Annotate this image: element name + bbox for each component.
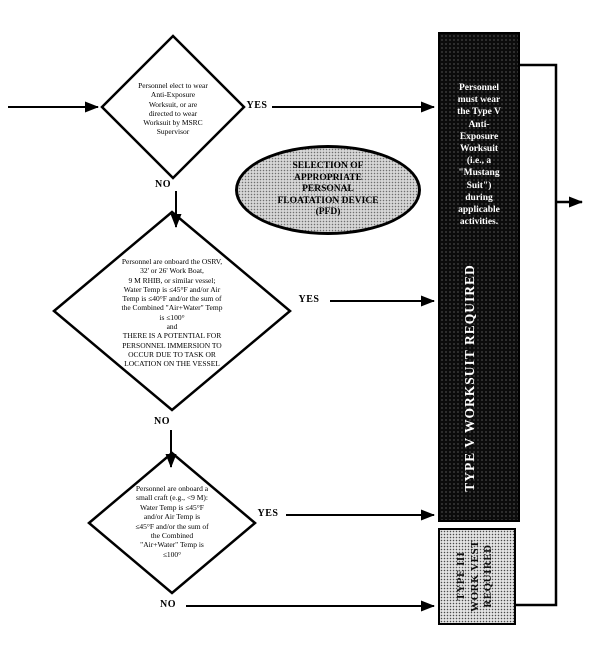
yes-label-2: YES <box>298 294 320 305</box>
no-label-1: NO <box>155 179 171 190</box>
title-oval: SELECTION OF APPROPRIATE PERSONAL FLOATA… <box>235 145 421 235</box>
decision-3-diamond <box>87 451 257 595</box>
title-oval-text: SELECTION OF APPROPRIATE PERSONAL FLOATA… <box>277 161 379 218</box>
decision-1-text: Personnel elect to wear Anti-Exposure Wo… <box>138 81 208 137</box>
decision-2-diamond <box>52 210 292 412</box>
workvest-outcome-box <box>438 528 516 625</box>
outcome-connector-line <box>516 63 558 607</box>
decision-1-diamond <box>100 34 246 180</box>
decision-2-text: Personnel are onboard the OSRV, 32' or 2… <box>121 257 223 369</box>
decision-3-text: Personnel are onboard a small craft (e.g… <box>135 484 209 559</box>
yes-label-3: YES <box>257 508 279 519</box>
workvest-banner: TYPE III WORK VEST REQUIRED <box>455 540 494 612</box>
yes-label-1: YES <box>246 100 268 111</box>
worksuit-note: Personnel must wear the Type V Anti- Exp… <box>457 83 501 228</box>
worksuit-banner: TYPE V WORKSUIT REQUIRED <box>462 264 477 492</box>
no-label-2: NO <box>154 416 170 427</box>
no-label-3: NO <box>160 599 176 610</box>
worksuit-outcome-box <box>438 32 520 522</box>
